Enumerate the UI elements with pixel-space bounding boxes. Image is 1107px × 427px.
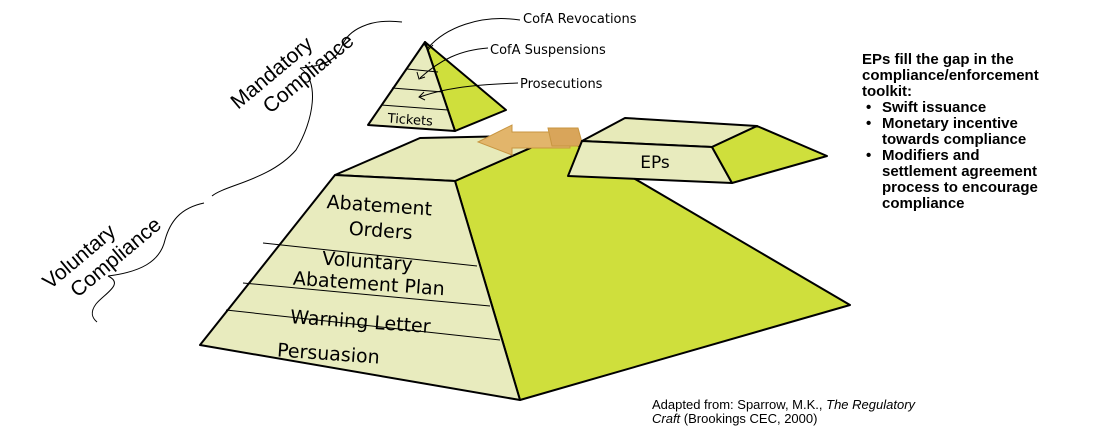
mandatory-bracket-top <box>299 20 403 69</box>
callout-arrowhead-suspensions <box>416 71 426 80</box>
large-pyramid-divider-2 <box>242 282 491 307</box>
arrow-tail-block <box>547 127 584 147</box>
note-heading-line-2: compliance/enforcement <box>862 67 1039 84</box>
citation-line-1: Adapted from: Sparrow, M.K., The Regulat… <box>652 398 1072 412</box>
voluntary-bracket-top <box>107 202 205 277</box>
bullet-3-line-1: Modifiers and <box>882 147 980 164</box>
callout-arrowhead-revocations <box>423 43 434 51</box>
citation-line-2: Craft (Brookings CEC, 2000) <box>652 412 1072 426</box>
small-pyramid-callouts <box>416 18 521 101</box>
arrow-icon <box>476 124 584 156</box>
large-pyramid-divider-3 <box>225 309 501 341</box>
mandatory-compliance-bracket <box>211 20 403 197</box>
callout-line-suspensions <box>419 47 489 79</box>
citation-suffix: (Brookings CEC, 2000) <box>680 411 818 426</box>
voluntary-compliance-label: Voluntary Compliance <box>38 195 165 313</box>
note-bullet-modifiers: Modifiers and settlement agreement proce… <box>866 147 1102 212</box>
eps-block-label: EPs <box>640 153 670 173</box>
bullet-3-line-3: process to encourage <box>882 179 1038 196</box>
callout-line-revocations <box>427 18 521 49</box>
small-pyramid-divider-1 <box>406 68 439 73</box>
source-citation: Adapted from: Sparrow, M.K., The Regulat… <box>652 398 1072 426</box>
abatement-orders-line-2: Orders <box>348 218 413 244</box>
large-pyramid-left-face <box>199 174 521 401</box>
voluntary-compliance-bracket <box>91 202 205 323</box>
large-pyramid-divider-1 <box>262 242 478 267</box>
callout-cofa-suspensions: CofA Suspensions <box>490 43 606 58</box>
large-pyramid <box>199 134 851 401</box>
note-bullet-swift-issuance: Swift issuance <box>866 99 1102 117</box>
eps-block <box>567 117 828 184</box>
callout-line-prosecutions <box>419 82 519 98</box>
citation-title-part-2: Craft <box>652 411 681 426</box>
bullet-2-line-1: Monetary incentive <box>882 115 1018 132</box>
citation-title-part-1: The Regulatory <box>826 397 916 412</box>
note-heading-line-1: EPs fill the gap in the <box>862 51 1014 68</box>
eps-block-right-face <box>711 125 828 184</box>
small-pyramid-tickets-label: Tickets <box>386 111 433 129</box>
bullet-1-line-1: Swift issuance <box>882 99 987 116</box>
bullet-3-line-4: compliance <box>882 195 965 212</box>
bullet-2-line-2: towards compliance <box>882 131 1027 148</box>
bullet-3-line-2: settlement agreement <box>882 163 1038 180</box>
mandatory-bracket-bottom <box>211 67 313 197</box>
callout-prosecutions: Prosecutions <box>520 77 603 92</box>
note-bullet-monetary-incentive: Monetary incentive towards compliance <box>866 115 1102 148</box>
citation-prefix: Adapted from: Sparrow, M.K., <box>652 397 827 412</box>
note-bullet-list: Swift issuance Monetary incentive toward… <box>862 100 1102 212</box>
small-pyramid-divider-3 <box>380 104 449 111</box>
note-heading: EPs fill the gap in the compliance/enfor… <box>862 52 1102 100</box>
note-heading-line-3: toolkit: <box>862 83 912 100</box>
eps-explanation-note: EPs fill the gap in the compliance/enfor… <box>862 52 1102 212</box>
callout-cofa-revocations: CofA Revocations <box>523 12 637 27</box>
mandatory-compliance-label: Mandatory Compliance <box>226 11 358 132</box>
small-pyramid-divider-2 <box>391 87 444 93</box>
callout-arrowhead-prosecutions <box>418 91 426 101</box>
voluntary-bracket-bottom <box>91 275 115 323</box>
